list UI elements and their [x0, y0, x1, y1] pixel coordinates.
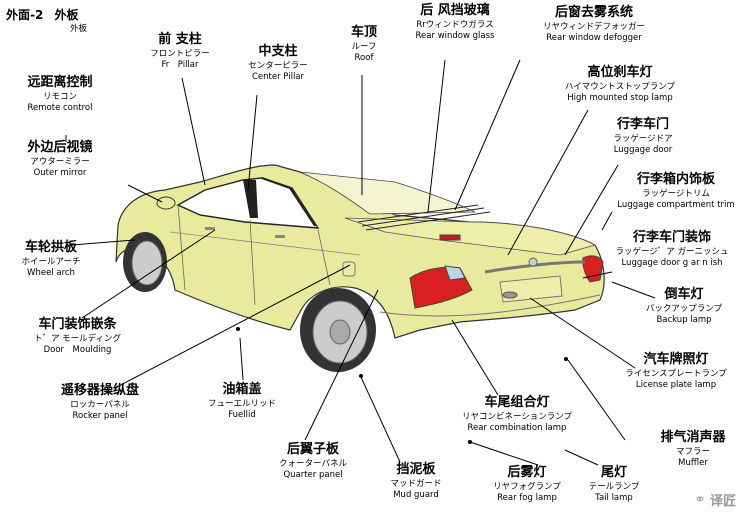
defogger-lines — [357, 204, 491, 231]
rear-glass — [299, 171, 476, 215]
door-lines — [177, 204, 331, 306]
stop-lamp-shape — [439, 234, 461, 241]
diagram-header: 外面-2 外板 外板 — [6, 4, 87, 34]
bumper-line — [379, 294, 601, 317]
muffler-shape — [502, 291, 518, 299]
trunk-lid — [344, 217, 597, 256]
leader-lines — [65, 59, 656, 466]
leader-dots — [236, 327, 568, 444]
watermark: ⚭ 译匠 — [694, 490, 736, 510]
body-moulding — [169, 231, 361, 256]
section-title: 外板 — [54, 8, 79, 22]
rear-pillar-line — [261, 177, 316, 227]
section-code: 外面-2 — [6, 8, 44, 22]
section-title-ja: 外板 — [70, 24, 88, 34]
center-pillar-shape — [243, 180, 258, 218]
watermark-text: 译匠 — [709, 494, 736, 509]
left-lamp-lens — [444, 265, 466, 281]
right-tail-lamp — [582, 255, 604, 283]
fuel-lid-shape — [342, 261, 356, 277]
garnish-strip — [484, 260, 586, 274]
outer-mirror-shape — [156, 196, 176, 210]
wechat-icon: ⚭ — [694, 491, 706, 508]
